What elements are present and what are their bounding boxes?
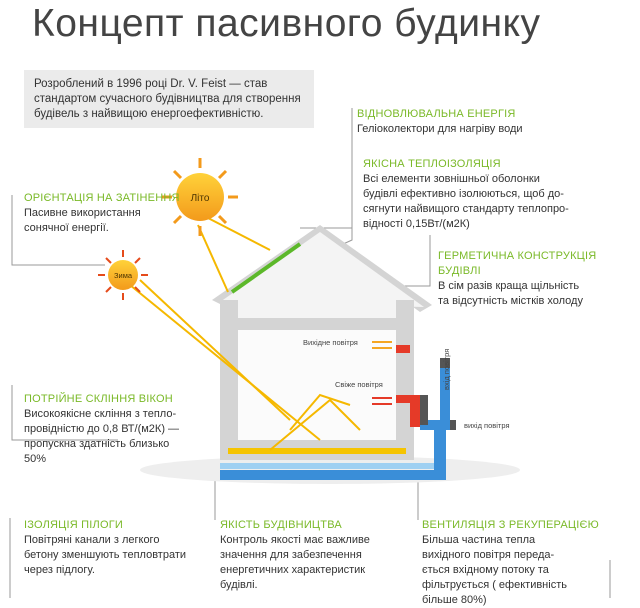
exhaust-air-label: Вихідне повітря [303, 338, 358, 347]
callout-heading: ЯКІСНА ТЕПЛОІЗОЛЯЦІЯ [363, 158, 501, 170]
callout-text: В сім разів краща щільність [438, 280, 580, 292]
house-shape [212, 225, 432, 460]
callout-text: Контроль якості має важливе [220, 534, 370, 546]
ventilation-pipes [396, 345, 456, 430]
callout-text: вихідного повітря переда- [422, 549, 555, 561]
air-out-label: вихід повітря [464, 421, 510, 430]
callout-heading: ЯКІСТЬ БУДІВНИЦТВА [220, 519, 342, 531]
intro-box: Розроблений в 1996 році Dr. V. Feist — с… [24, 70, 314, 128]
callout-heading: ВЕНТИЛЯЦІЯ З РЕКУПЕРАЦІЄЮ [422, 519, 599, 531]
ground-air-duct [220, 420, 446, 480]
callout-text: енергетичних характеристик [220, 564, 366, 576]
callout-text: будівлі ефективно ізолюються, щоб до- [363, 188, 564, 200]
page-title: Концепт пасивного будинку [32, 2, 541, 45]
callout-text: відності 0,15Вт/(м2К) [363, 218, 470, 230]
callout-text: будівлі. [220, 579, 258, 591]
callout-build-quality: ЯКІСТЬ БУДІВНИЦТВА Контроль якості має в… [220, 518, 400, 593]
callout-text: Геліоколектори для нагріву води [357, 123, 523, 135]
summer-sun-icon [162, 158, 238, 236]
callout-text: Повітряні канали з легкого [24, 534, 160, 546]
summer-label: Літо [191, 193, 210, 204]
callout-text: значення для забезпечення [220, 549, 362, 561]
floor-heat-strip [228, 448, 406, 454]
callout-text: та відсутність містків холоду [438, 295, 583, 307]
callout-floor-insulation: ІЗОЛЯЦІЯ ПІЛОГИ Повітряні канали з легко… [24, 518, 204, 578]
callout-text: фільтрується ( ефективність [422, 579, 567, 591]
callout-text: Всі елементи зовнішньої оболонки [363, 173, 540, 185]
callout-text: провідністю до 0,8 ВТ/(м2К) — [24, 423, 180, 435]
callout-text: сягнути найвищого стандарту теплопро- [363, 203, 569, 215]
callout-heading: ГЕРМЕТИЧНА КОНСТРУКЦІЯ БУДІВЛІ [438, 250, 597, 277]
exhaust-air-arrows [372, 341, 392, 349]
callout-ventilation: ВЕНТИЛЯЦІЯ З РЕКУПЕРАЦІЄЮ Більша частина… [422, 518, 612, 608]
callout-orientation: ОРІЄНТАЦІЯ НА ЗАТІНЕННЯ Пасивне використ… [24, 191, 194, 236]
callout-text: через підлогу. [24, 564, 95, 576]
callout-text: Пасивне використання [24, 207, 141, 219]
callout-text: більше 80%) [422, 594, 487, 606]
callout-heading: ВІДНОВЛЮВАЛЬНА ЕНЕРГІЯ [357, 108, 516, 120]
callout-insulation: ЯКІСНА ТЕПЛОІЗОЛЯЦІЯ Всі елементи зовніш… [363, 157, 633, 232]
callout-text: сонячної енергії. [24, 222, 109, 234]
callout-text: 50% [24, 453, 47, 465]
solar-collector [230, 242, 302, 294]
callout-text: ється вхідному потоку та [422, 564, 549, 576]
callout-text: Більша частина тепла [422, 534, 536, 546]
callout-heading: ІЗОЛЯЦІЯ ПІЛОГИ [24, 519, 123, 531]
callout-heading: ПОТРІЙНЕ СКЛІННЯ ВІКОН [24, 393, 173, 405]
callout-heading: ОРІЄНТАЦІЯ НА ЗАТІНЕННЯ [24, 192, 180, 204]
callout-renewable-energy: ВІДНОВЛЮВАЛЬНА ЕНЕРГІЯ Геліоколектори дл… [357, 107, 627, 137]
callout-text: бетону зменшують тепловтрати [24, 549, 187, 561]
callout-airtight: ГЕРМЕТИЧНА КОНСТРУКЦІЯ БУДІВЛІ В сім раз… [438, 249, 638, 309]
winter-sun-icon [98, 250, 148, 300]
callout-glazing: ПОТРІЙНЕ СКЛІННЯ ВІКОН Високоякісне склі… [24, 392, 204, 467]
air-in-label: вхід повітря [442, 349, 451, 390]
callout-text: Високоякісне скління з тепло- [24, 408, 177, 420]
winter-label: Зима [114, 271, 133, 280]
callout-text: пропускна здатність близько [24, 438, 170, 450]
fresh-air-arrows [372, 397, 392, 405]
fresh-air-label: Свіже повітря [335, 380, 383, 389]
sun-rays [129, 217, 361, 451]
